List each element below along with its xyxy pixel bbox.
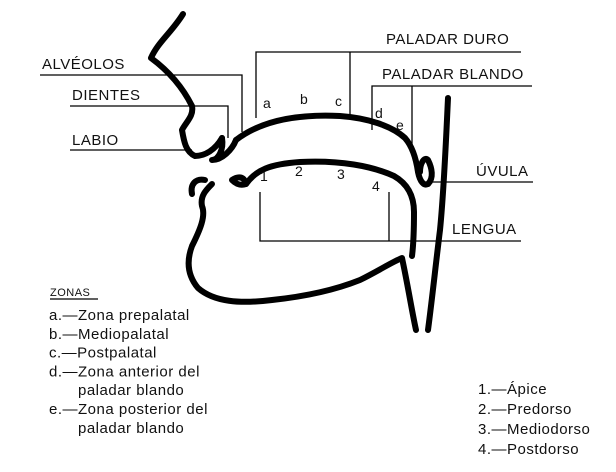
palate-letter-a: a xyxy=(263,95,271,111)
palate-letter-c: c xyxy=(335,93,342,109)
label-dientes: DIENTES xyxy=(72,87,141,104)
tongue-number-4: 4 xyxy=(372,178,380,194)
label-paladar-duro: PALADAR DURO xyxy=(386,31,509,48)
uvula-shape xyxy=(417,156,435,187)
label-labio: LABIO xyxy=(72,132,119,149)
zonas-title: ZONAS xyxy=(50,287,90,299)
label-paladar-blando: PALADAR BLANDO xyxy=(382,66,524,83)
zonas-legend: a.—Zona prepalatal b.—Mediopalatal c.—Post… xyxy=(49,307,208,437)
zona-item-4: e.—Zona posterior del xyxy=(49,401,208,418)
zona-item-2: c.—Postpalatal xyxy=(49,345,157,362)
upper-teeth xyxy=(209,135,239,163)
dientes-leader xyxy=(70,105,229,138)
tongue-legend-item-2: 2.—Predorso xyxy=(478,401,572,418)
lower-lip xyxy=(188,176,208,197)
label-uvula: ÚVULA xyxy=(476,163,529,180)
jaw-outline xyxy=(185,181,419,333)
zona-item-3: d.—Zona anterior del xyxy=(49,363,200,380)
tongue-box xyxy=(259,192,521,242)
tongue-surface xyxy=(243,158,417,259)
zona-item-4-cont: paladar blando xyxy=(78,420,184,437)
tongue-legend-item-1: 1.—Ápice xyxy=(478,381,547,398)
palate-letter-e: e xyxy=(396,117,404,133)
paladar-blando-bracket xyxy=(371,85,532,130)
face-profile-upper xyxy=(148,11,225,159)
palate-letter-d: d xyxy=(375,105,383,121)
label-lengua: LENGUA xyxy=(452,221,517,238)
tongue-number-1: 1 xyxy=(260,168,268,184)
tongue-number-2: 2 xyxy=(295,163,303,179)
zona-item-1: b.—Mediopalatal xyxy=(49,326,169,343)
zona-item-0: a.—Zona prepalatal xyxy=(49,307,190,324)
zona-item-3-cont: paladar blando xyxy=(78,382,184,399)
label-alveolos: ALVÉOLOS xyxy=(42,56,125,73)
palate-letter-b: b xyxy=(300,91,308,107)
pharynx-wall xyxy=(425,95,451,333)
tongue-number-3: 3 xyxy=(337,166,345,182)
paladar-duro-bracket xyxy=(255,51,521,118)
tongue-legend-item-3: 3.—Mediodorso xyxy=(478,421,590,438)
alveolos-leader xyxy=(40,74,243,132)
tongue-regions-legend: 1.—Ápice 2.—Predorso 3.—Mediodorso 4.—Postd… xyxy=(478,381,590,458)
tongue-legend-item-4: 4.—Postdorso xyxy=(478,441,579,458)
palate-line xyxy=(233,112,431,188)
